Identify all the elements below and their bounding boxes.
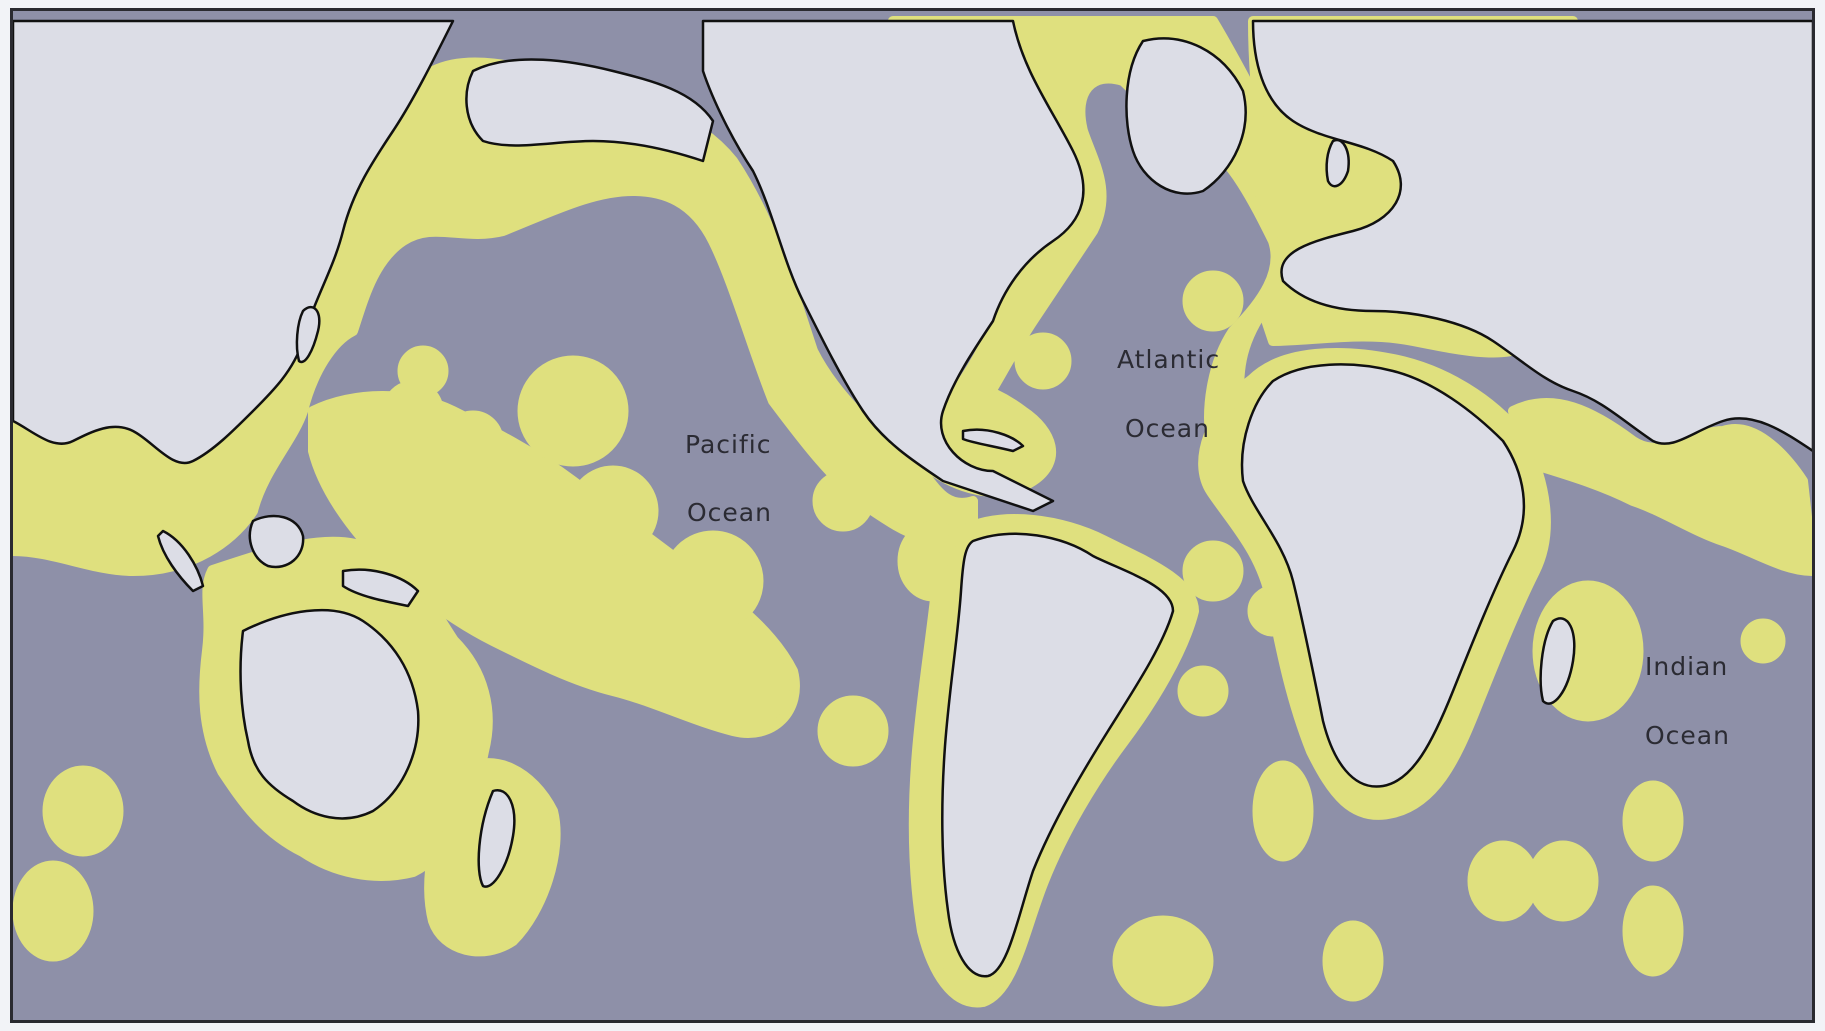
australia	[239, 608, 420, 820]
indian-label: Indian	[1645, 652, 1728, 681]
east-asia	[13, 19, 455, 465]
indian-ocean-label: Ocean	[1645, 721, 1730, 750]
atlantic-ocean-label: Ocean	[1125, 414, 1210, 443]
map-canvas: Pacific Ocean Atlantic Ocean Indian Ocea…	[13, 11, 1812, 1020]
pacific-label: Pacific	[685, 430, 771, 459]
north-america	[701, 19, 1085, 513]
alaska	[465, 58, 715, 163]
cuba	[961, 428, 1025, 453]
world-map: Pacific Ocean Atlantic Ocean Indian Ocea…	[10, 8, 1815, 1023]
pacific-ocean-label: Ocean	[687, 498, 772, 527]
borneo	[248, 514, 305, 569]
land-masses	[13, 19, 1812, 978]
japan	[295, 305, 321, 364]
atlantic-label: Atlantic	[1117, 345, 1220, 374]
great-britain	[1325, 138, 1350, 188]
new-guinea	[341, 568, 420, 608]
africa	[1240, 363, 1526, 788]
new-zealand	[477, 789, 516, 888]
ocean-labels: Pacific Ocean Atlantic Ocean Indian Ocea…	[685, 345, 1730, 750]
south-america	[941, 532, 1175, 978]
madagascar	[1539, 617, 1576, 705]
eurasia	[1251, 19, 1812, 452]
greenland	[1125, 37, 1247, 195]
sumatra	[156, 529, 205, 593]
